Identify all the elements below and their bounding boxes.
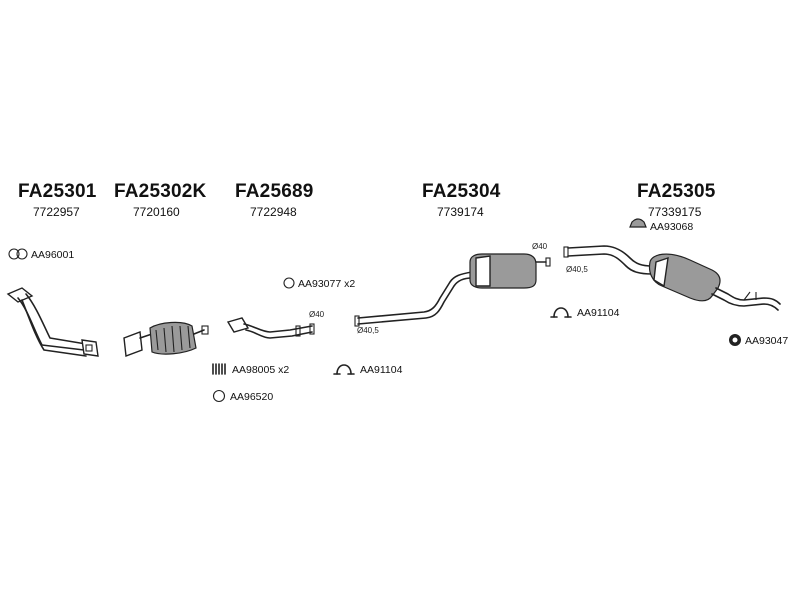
part-code-fa25689: FA25689 [235, 181, 314, 202]
part-label-aa93047: AA93047 [745, 335, 789, 347]
part-label-aa91104-right: AA91104 [577, 307, 620, 319]
part-number-fa25301: 7722957 [33, 205, 80, 219]
ring-icon [283, 277, 295, 289]
ring-icon [212, 389, 226, 403]
part-code-fa25302k: FA25302K [114, 181, 207, 202]
intermediate-pipe-drawing [226, 317, 315, 339]
clamp-icon [550, 307, 572, 318]
part-number-fa25689: 7722948 [250, 205, 297, 219]
part-label-aa93068: AA93068 [650, 221, 694, 233]
hanger-icon [629, 218, 647, 228]
front-pipe-drawing [6, 287, 99, 357]
part-label-aa98005: AA98005 x2 [232, 364, 290, 376]
part-code-fa25304: FA25304 [422, 181, 501, 202]
spring-icon [212, 363, 226, 375]
part-label-aa93077: AA93077 x2 [298, 278, 356, 290]
part-code-fa25301: FA25301 [18, 181, 97, 202]
part-label-aa96520: AA96520 [230, 391, 274, 403]
rubber-mount-icon [729, 334, 741, 346]
part-label-aa96001: AA96001 [31, 249, 75, 261]
diameter-label: Ø40,5 [357, 326, 379, 335]
gasket-icon [8, 248, 28, 260]
diameter-label: Ø40 [309, 310, 325, 319]
part-number-fa25302k: 7720160 [133, 205, 180, 219]
catalytic-converter-drawing [123, 321, 209, 357]
rear-muffler-drawing [563, 245, 781, 311]
part-label-aa91104-left: AA91104 [360, 364, 403, 376]
center-muffler-drawing [354, 253, 551, 327]
part-number-fa25304: 7739174 [437, 205, 484, 219]
diameter-label: Ø40 [532, 242, 548, 251]
clamp-icon [333, 364, 355, 375]
diameter-label: Ø40,5 [566, 265, 588, 274]
part-code-fa25305: FA25305 [637, 181, 716, 202]
part-number-fa25305: 77339175 [648, 205, 702, 219]
